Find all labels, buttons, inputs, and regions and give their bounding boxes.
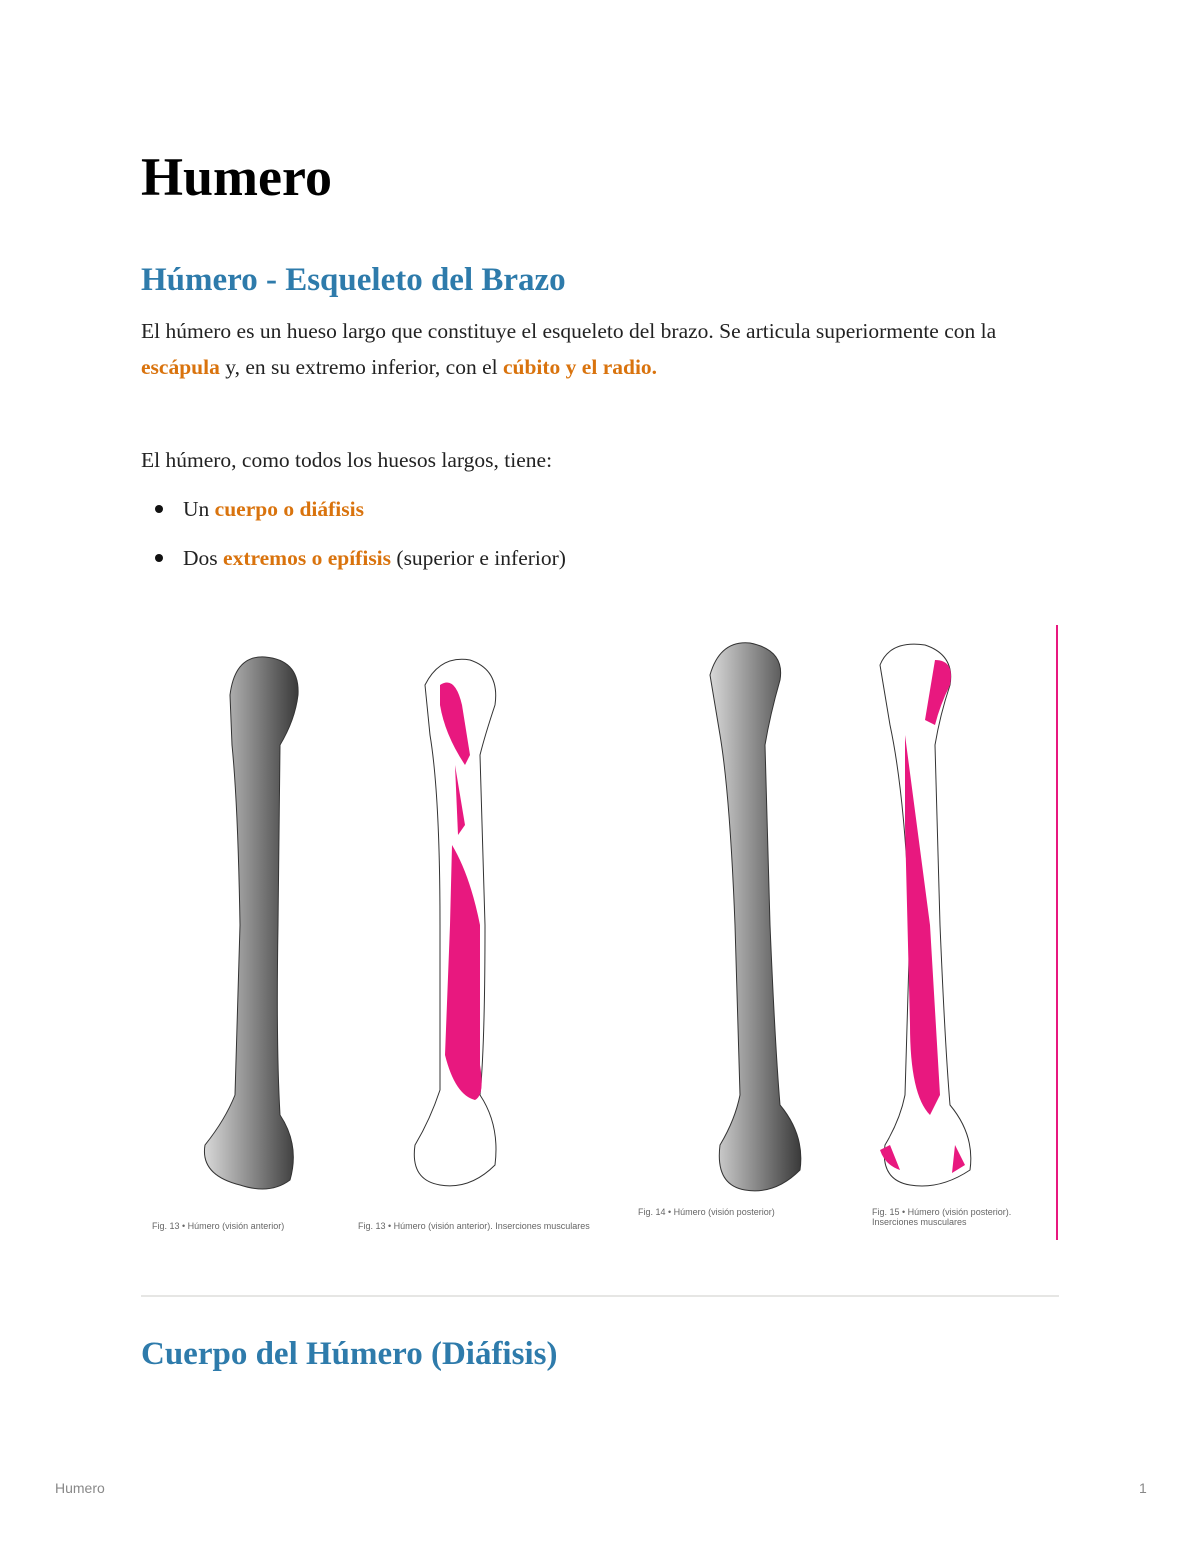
highlight: escápula: [141, 355, 220, 379]
text: (superior e inferior): [391, 546, 566, 570]
page-number: 1: [1139, 1480, 1147, 1496]
figure-caption: Fig. 13 • Húmero (visión anterior): [152, 1221, 285, 1231]
text: Un: [183, 497, 215, 521]
bone-anterior-muscles: [413, 658, 497, 1187]
highlight: extremos o epífisis: [223, 546, 392, 570]
text: El húmero es un hueso largo que constitu…: [141, 319, 997, 343]
figure-caption: Fig. 15 • Húmero (visión posterior). Ins…: [872, 1207, 1012, 1227]
bullet-list: Un cuerpo o diáfisis Dos extremos o epíf…: [141, 490, 566, 588]
humerus-figure: Fig. 13 • Húmero (visión anterior) Fig. …: [140, 625, 1060, 1240]
section-heading: Cuerpo del Húmero (Diáfisis): [141, 1336, 558, 1372]
section-heading: Húmero - Esqueleto del Brazo: [141, 262, 566, 298]
list-item: Dos extremos o epífisis (superior e infe…: [141, 539, 566, 588]
bone-anterior: [203, 656, 299, 1190]
text: Dos: [183, 546, 224, 570]
list-item: Un cuerpo o diáfisis: [141, 490, 566, 539]
highlight: cúbito y el radio.: [502, 355, 658, 379]
bone-posterior-muscles: [879, 643, 972, 1187]
humerus-illustration: [203, 625, 1058, 1240]
footer-title: Humero: [55, 1480, 105, 1496]
page-title: Humero: [141, 147, 332, 207]
figure-caption: Fig. 13 • Húmero (visión anterior). Inse…: [358, 1221, 590, 1231]
highlight: cuerpo o diáfisis: [214, 497, 364, 521]
bone-posterior: [709, 642, 802, 1192]
text: y, en su extremo inferior, con el: [219, 355, 503, 379]
divider: [141, 1295, 1059, 1297]
paragraph: El húmero es un hueso largo que constitu…: [141, 313, 1071, 385]
figure-caption: Fig. 14 • Húmero (visión posterior): [638, 1207, 775, 1217]
paragraph: El húmero, como todos los huesos largos,…: [141, 448, 553, 472]
